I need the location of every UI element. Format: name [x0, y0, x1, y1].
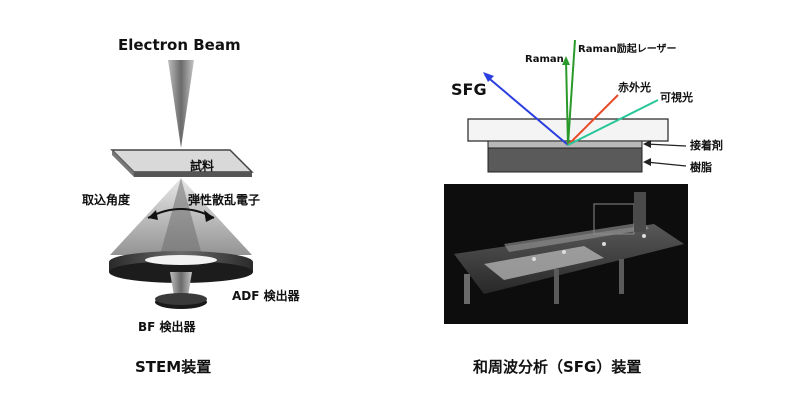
resin-label: 樹脂: [690, 159, 712, 175]
sfg-apparatus-drawing: [444, 184, 688, 324]
adhesive-label: 接着剤: [690, 137, 723, 153]
sfg-caption: 和周波分析（SFG）装置: [473, 356, 641, 377]
raman-label: Raman: [525, 54, 564, 65]
visible-label: 可視光: [660, 89, 693, 105]
resin-arrow: [646, 162, 686, 166]
adhesive-arrow: [646, 144, 686, 146]
sfg-label: SFG: [451, 80, 487, 99]
sfg-apparatus-photo: [444, 184, 688, 324]
raman-laser-label: Raman励起レーザー: [578, 40, 677, 55]
resin-arrowhead: [643, 158, 651, 166]
ir-label: 赤外光: [618, 79, 651, 95]
resin-block: [488, 148, 642, 172]
